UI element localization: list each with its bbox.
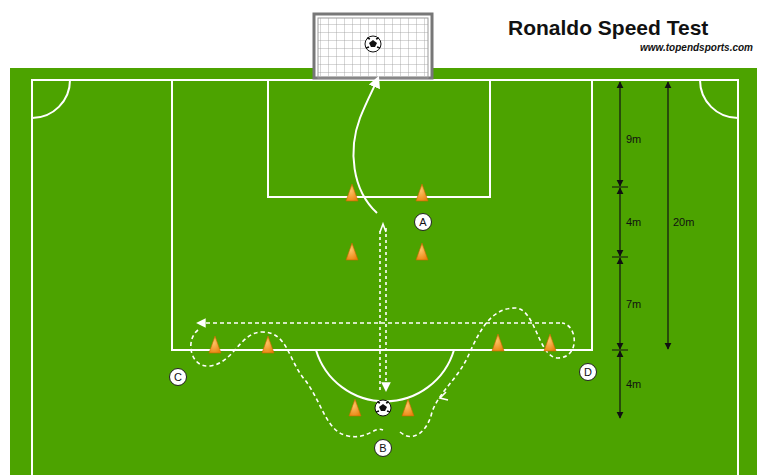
station-letter: B [379, 443, 386, 454]
goal [314, 14, 432, 78]
title: Ronaldo Speed Test [508, 16, 708, 39]
station-marker: A [414, 213, 432, 231]
station-letter: A [419, 217, 426, 228]
dimension-label: 20m [673, 216, 694, 228]
dimension-label: 7m [626, 298, 641, 310]
dimension-label: 4m [626, 216, 641, 228]
dimension-lines [612, 82, 668, 418]
dimension-label: 4m [626, 378, 641, 390]
website-url: www.topendsports.com [640, 42, 753, 53]
station-marker: D [579, 363, 597, 381]
pitch-lines [32, 80, 738, 475]
dimension-label: 9m [626, 133, 641, 145]
station-marker: C [169, 368, 187, 386]
station-letter: C [174, 372, 182, 383]
station-marker: B [374, 439, 392, 457]
run-path [191, 78, 574, 437]
station-letter: D [584, 367, 592, 378]
football [365, 36, 391, 416]
pitch [10, 68, 757, 475]
cones [209, 184, 556, 416]
